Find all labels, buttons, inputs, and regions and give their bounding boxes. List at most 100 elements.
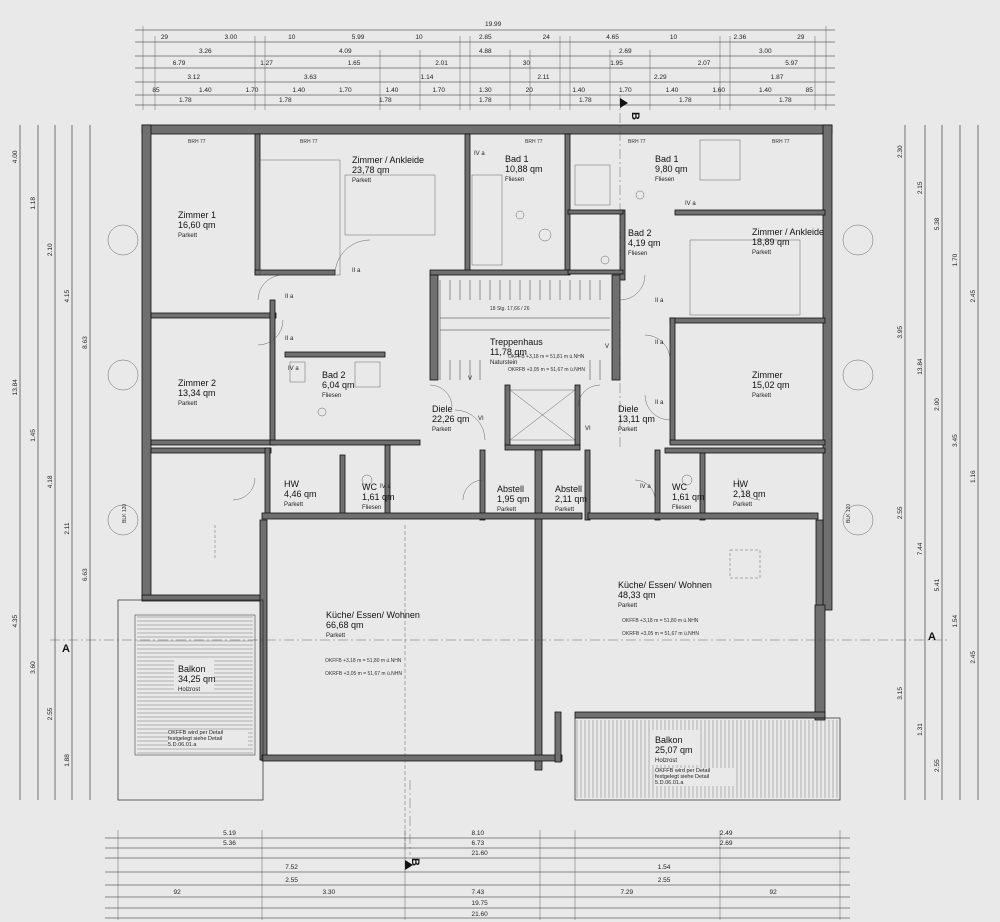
dim-label: 1.78: [679, 97, 692, 104]
dim-label: 2.49: [720, 830, 733, 837]
dim-label: 5.41: [934, 578, 941, 591]
dim-label: 3.00: [759, 48, 772, 55]
dim-label: 4.18: [47, 475, 54, 488]
svg-text:6,04 qm: 6,04 qm: [322, 380, 355, 390]
dim-label: 2.29: [654, 74, 667, 81]
dim-label: 2.55: [934, 759, 941, 772]
dim-label: 1.78: [479, 97, 492, 104]
dim-label: 85: [152, 87, 160, 94]
svg-text:1,61 qm: 1,61 qm: [672, 492, 705, 502]
dim-label: 4.65: [606, 34, 619, 41]
svg-text:WC: WC: [362, 482, 377, 492]
svg-text:2,11 qm: 2,11 qm: [555, 494, 587, 504]
svg-text:1,95 qm: 1,95 qm: [497, 494, 530, 504]
dim-label: 4.35: [12, 614, 19, 627]
svg-text:Parkett: Parkett: [178, 401, 197, 407]
svg-text:Parkett: Parkett: [618, 427, 637, 433]
dim-label: 2.85: [479, 34, 492, 41]
dim-label: 21.60: [472, 911, 489, 918]
svg-text:Fliesen: Fliesen: [505, 177, 524, 183]
dim-label: 2.11: [64, 522, 71, 535]
level-right-2: OKRFB +3,05 m = 51,67 m ü.NHN: [622, 631, 699, 637]
svg-text:VI: VI: [478, 416, 484, 422]
dim-label: 1.78: [279, 97, 292, 104]
svg-text:15,02 qm: 15,02 qm: [752, 380, 790, 390]
svg-text:Parkett: Parkett: [733, 502, 752, 508]
dim-label: 1.54: [658, 864, 671, 871]
left-dim-labels: 4.001.182.104.158.6313.841.454.182.116.6…: [12, 150, 89, 767]
svg-text:Diele: Diele: [432, 404, 453, 414]
room-zimmer-1: Zimmer 116,60 qm Parkett: [178, 210, 216, 239]
dim-label: 92: [770, 889, 778, 896]
interior-walls: [150, 133, 826, 771]
dim-label: 3.95: [897, 326, 904, 339]
svg-text:Holzrost: Holzrost: [178, 687, 200, 693]
svg-text:13,11 qm: 13,11 qm: [618, 414, 655, 424]
svg-text:II a: II a: [285, 336, 294, 342]
dim-label: 2.00: [934, 398, 941, 411]
dim-label: 2.55: [897, 506, 904, 519]
dim-label: 3.26: [199, 48, 212, 55]
section-mark-a-right: A: [928, 631, 936, 643]
svg-text:25,07 qm: 25,07 qm: [655, 745, 693, 755]
dim-label: 8.10: [472, 830, 485, 837]
dim-label: 2.10: [47, 243, 54, 256]
level-stair-1: OKFFB +3,18 m = 51,81 m ü.NHN: [508, 354, 585, 360]
svg-text:Abstell: Abstell: [555, 484, 582, 494]
dim-label: 1.14: [421, 74, 434, 81]
dim-label: 10: [670, 34, 678, 41]
svg-text:Parkett: Parkett: [752, 393, 771, 399]
svg-text:IV a: IV a: [685, 201, 696, 207]
svg-text:1,61 qm: 1,61 qm: [362, 492, 395, 502]
svg-text:Fliesen: Fliesen: [655, 177, 674, 183]
svg-text:Parkett: Parkett: [497, 507, 516, 513]
dim-label: 4.15: [64, 289, 71, 302]
right-dimension-chains: 2.302.155.381.702.453.9513.842.003.451.1…: [897, 125, 979, 800]
dim-label: 1.30: [479, 87, 492, 94]
dim-label: 1.65: [348, 60, 361, 67]
dim-label: 7.29: [621, 889, 634, 896]
svg-text:IV a: IV a: [640, 484, 651, 490]
svg-text:Zimmer 1: Zimmer 1: [178, 210, 216, 220]
svg-text:Parkett: Parkett: [752, 250, 771, 256]
dim-label: 1.40: [572, 87, 585, 94]
stair-steps-note: 18 Stg. 17,66 / 26: [490, 306, 530, 312]
dim-label: 1.40: [199, 87, 212, 94]
svg-text:66,68 qm: 66,68 qm: [326, 620, 364, 630]
svg-text:II a: II a: [352, 268, 361, 274]
svg-text:Parkett: Parkett: [178, 233, 197, 239]
dim-label: 1.70: [619, 87, 632, 94]
svg-text:BRH 77: BRH 77: [300, 139, 318, 145]
dim-label: 3.12: [187, 74, 200, 81]
dim-label: 7.44: [917, 542, 924, 555]
svg-text:16,60 qm: 16,60 qm: [178, 220, 216, 230]
dim-label: 5.99: [352, 34, 365, 41]
dim-label: 5.19: [223, 830, 236, 837]
svg-text:V: V: [468, 376, 472, 382]
svg-text:II a: II a: [655, 400, 664, 406]
svg-text:Parkett: Parkett: [618, 603, 637, 609]
dim-label: 2.01: [435, 60, 448, 67]
section-markers: B B A A: [62, 98, 936, 870]
room-labels: Zimmer 116,60 qm Parkett Zimmer / Ankleid…: [174, 154, 824, 765]
dim-label: 2.55: [285, 877, 298, 884]
svg-text:Küche/ Essen/ Wohnen: Küche/ Essen/ Wohnen: [618, 580, 712, 590]
svg-text:BRH 77: BRH 77: [628, 139, 646, 145]
dim-label: 10: [415, 34, 423, 41]
section-mark-b-top: B: [629, 112, 641, 120]
svg-text:48,33 qm: 48,33 qm: [618, 590, 656, 600]
svg-text:Balkon: Balkon: [178, 664, 206, 674]
door-labels: BRH 77 BRH 77 BRH 77 BRH 77 BRH 77 II a …: [122, 139, 852, 523]
svg-text:23,78 qm: 23,78 qm: [352, 165, 390, 175]
